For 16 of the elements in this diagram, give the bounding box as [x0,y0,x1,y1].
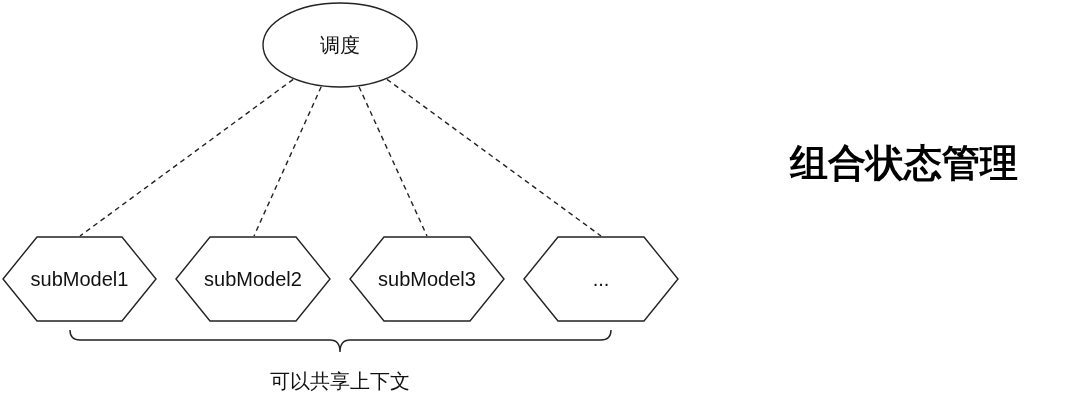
hexagon-node [175,236,331,322]
dashed-connector [358,86,428,237]
node-label: subModel3 [378,267,476,291]
node-label: ... [592,267,610,291]
dashed-connector [253,86,322,237]
hexagon-node [523,236,679,322]
brace-label: 可以共享上下文 [270,368,410,395]
hexagon-node [2,236,157,322]
node-label: subModel2 [204,267,302,291]
hexagon-node [349,236,505,322]
node-label: subModel1 [30,267,129,291]
ellipse-node [262,2,418,88]
title: 组合状态管理 [790,140,1018,187]
dashed-connector [386,78,602,237]
node-label: 调度 [320,32,360,58]
dashed-connector [79,78,294,237]
